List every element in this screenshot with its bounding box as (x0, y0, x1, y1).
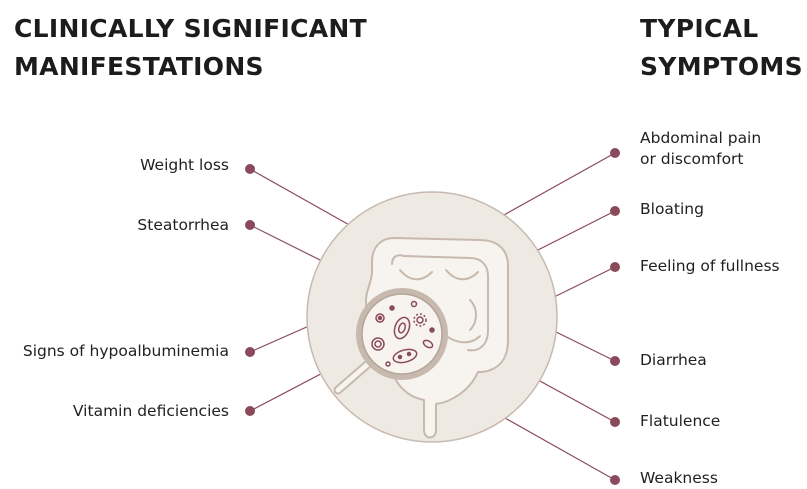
connector-steatorrhea (250, 225, 330, 265)
microbe-dot-1 (390, 306, 394, 310)
dot-weight-loss (245, 164, 255, 174)
dot-hypoalbuminemia (245, 347, 255, 357)
microbe-dot-3 (430, 328, 434, 332)
microbe-large-dot-2 (408, 353, 411, 356)
connector-abdominal-pain (495, 153, 615, 220)
connector-weight-loss (250, 169, 360, 231)
dot-weakness (610, 475, 620, 485)
dot-bloating (610, 206, 620, 216)
dot-fullness (610, 262, 620, 272)
microbe-small-1-core (379, 317, 382, 320)
microbe-large-dot-1 (399, 356, 402, 359)
dot-vitamin (245, 406, 255, 416)
connector-diarrhea (552, 330, 615, 361)
dot-diarrhea (610, 356, 620, 366)
dot-flatulence (610, 417, 620, 427)
dot-steatorrhea (245, 220, 255, 230)
connector-bloating (528, 211, 615, 255)
connector-flatulence (538, 380, 615, 422)
connector-weakness (505, 418, 615, 480)
connector-fullness (548, 267, 615, 300)
dot-abdominal-pain (610, 148, 620, 158)
